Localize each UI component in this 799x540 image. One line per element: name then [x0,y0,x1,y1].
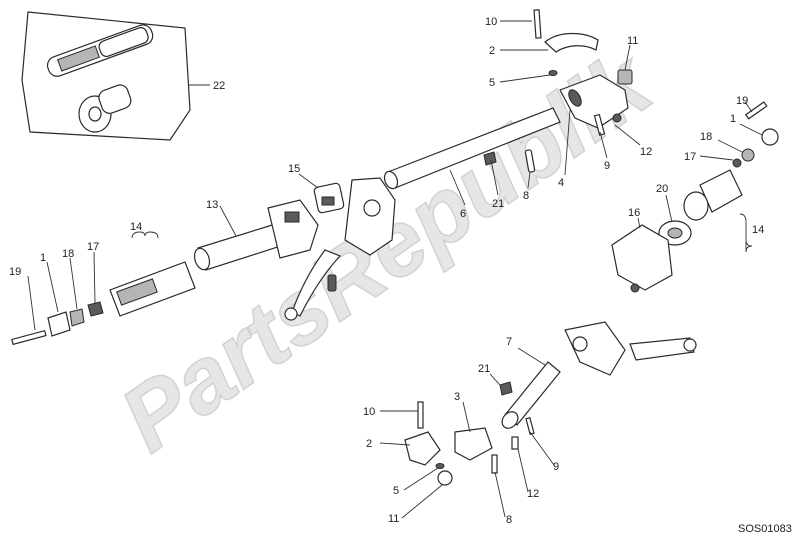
callout-11-top: 11 [627,35,638,47]
callout-8-bottom: 8 [506,514,512,526]
callout-19-right: 19 [736,95,748,107]
throttle-grip-13 [193,199,319,271]
callout-6: 6 [460,208,466,220]
callout-12-top: 12 [640,146,652,158]
callout-15: 15 [288,163,300,175]
lower-tube-and-clamp [404,361,561,486]
callout-14-right: 14 [752,224,764,236]
callout-17-left: 17 [87,241,99,253]
callout-2-top: 2 [489,45,495,57]
callout-18-right: 18 [700,131,712,143]
drawing-code: SOS01083 [738,523,792,535]
right-control-assembly [284,177,396,321]
callout-9-bottom: 9 [553,461,559,473]
callout-10-bottom: 10 [363,406,375,418]
callout-10-top: 10 [485,16,497,28]
leader-lines [27,20,763,519]
callout-21-bottom: 21 [478,363,490,375]
callout-4: 4 [558,177,564,189]
callout-22: 22 [213,80,225,92]
callout-3: 3 [454,391,460,403]
upper-clamp-assembly [533,9,633,136]
callout-12-bottom: 12 [527,488,539,500]
left-grip-group [11,231,196,346]
callout-7: 7 [506,336,512,348]
inset-grip-kit [21,11,191,141]
callout-5-top: 5 [489,77,495,89]
callout-2-bottom: 2 [366,438,372,450]
callout-16: 16 [628,207,640,219]
callout-14-left: 14 [130,221,142,233]
right-grip-group [611,101,779,293]
callout-1-right: 1 [730,113,736,125]
handlebar-tube [383,107,561,190]
callout-20: 20 [656,183,668,195]
callout-11-bottom: 11 [388,513,399,525]
callout-8-top: 8 [523,190,529,202]
callout-1-left: 1 [40,252,46,264]
callout-19-left: 19 [9,266,21,278]
callout-5-bottom: 5 [393,485,399,497]
callout-17-right: 17 [684,151,696,163]
callout-13: 13 [206,199,218,211]
center-small-parts [483,149,536,173]
callout-9-top: 9 [604,160,610,172]
callout-18-left: 18 [62,248,74,260]
callout-21-top: 21 [492,198,504,210]
left-lever-assembly [564,321,697,376]
